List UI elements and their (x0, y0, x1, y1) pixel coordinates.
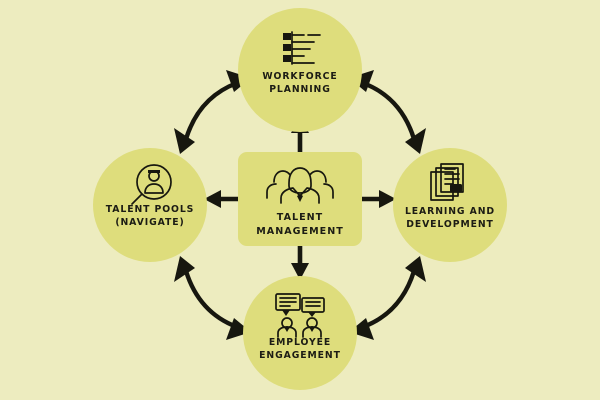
arrow-head-up (405, 256, 426, 282)
node-talent-pools-navigate[interactable]: TALENT POOLS (NAVIGATE) (93, 148, 207, 262)
checklist-document-icon (283, 31, 321, 65)
node-circle (238, 8, 362, 132)
arc-line (183, 80, 238, 140)
pdf-badge-label: PDF (450, 186, 461, 192)
arrow-head-up (349, 70, 374, 92)
node-learning-and-development[interactable]: PDF LEARNING AND DEVELOPMENT (393, 148, 507, 262)
center-label-line1: TALENT (277, 212, 323, 223)
node-label-line2: PLANNING (269, 84, 331, 95)
arrow-head-down (226, 318, 251, 340)
arc-line (183, 270, 238, 330)
node-label-line1: WORKFORCE (262, 71, 337, 82)
people-group-icon (266, 167, 334, 204)
spoke-center-to-talent-pools (204, 190, 238, 208)
node-label-line2: (NAVIGATE) (115, 217, 184, 228)
two-people-chat-icon (275, 293, 325, 338)
arc-learning-employee-engagement (349, 256, 426, 340)
arrow-head-down (349, 318, 374, 340)
arc-employee-engagement-talent-pools (174, 256, 251, 340)
center-node-talent-management[interactable]: TALENT MANAGEMENT (238, 152, 362, 246)
arrow-head-up (226, 70, 251, 92)
arrow-head-down (174, 128, 195, 154)
node-circle (393, 148, 507, 262)
arc-workforce-planning-learning (349, 70, 426, 154)
arrow-head-left (204, 190, 221, 208)
arrow-head-right (379, 190, 396, 208)
magnifier-person-icon (131, 164, 172, 205)
arc-line (362, 80, 417, 140)
arrow-head-up (174, 256, 195, 282)
node-label-line1: EMPLOYEE (269, 337, 331, 348)
spoke-center-to-learning-and-development (362, 190, 396, 208)
node-circle (93, 148, 207, 262)
arc-line (362, 270, 417, 330)
center-label-line2: MANAGEMENT (256, 226, 344, 237)
node-circle (243, 276, 357, 390)
node-label-line1: TALENT POOLS (106, 204, 195, 215)
node-label-line2: ENGAGEMENT (259, 350, 341, 361)
node-employee-engagement[interactable]: EMPLOYEE ENGAGEMENT (243, 276, 357, 390)
arrow-head-down (291, 263, 309, 280)
node-workforce-planning[interactable]: WORKFORCE PLANNING (238, 8, 362, 132)
arrow-head-down (405, 128, 426, 154)
stacked-pdf-documents-icon: PDF (430, 163, 464, 201)
spoke-center-to-employee-engagement (291, 246, 309, 280)
node-label-line2: DEVELOPMENT (406, 219, 494, 230)
node-label-line1: LEARNING AND (405, 206, 495, 217)
arc-talent-pools-workforce-planning (174, 70, 251, 154)
